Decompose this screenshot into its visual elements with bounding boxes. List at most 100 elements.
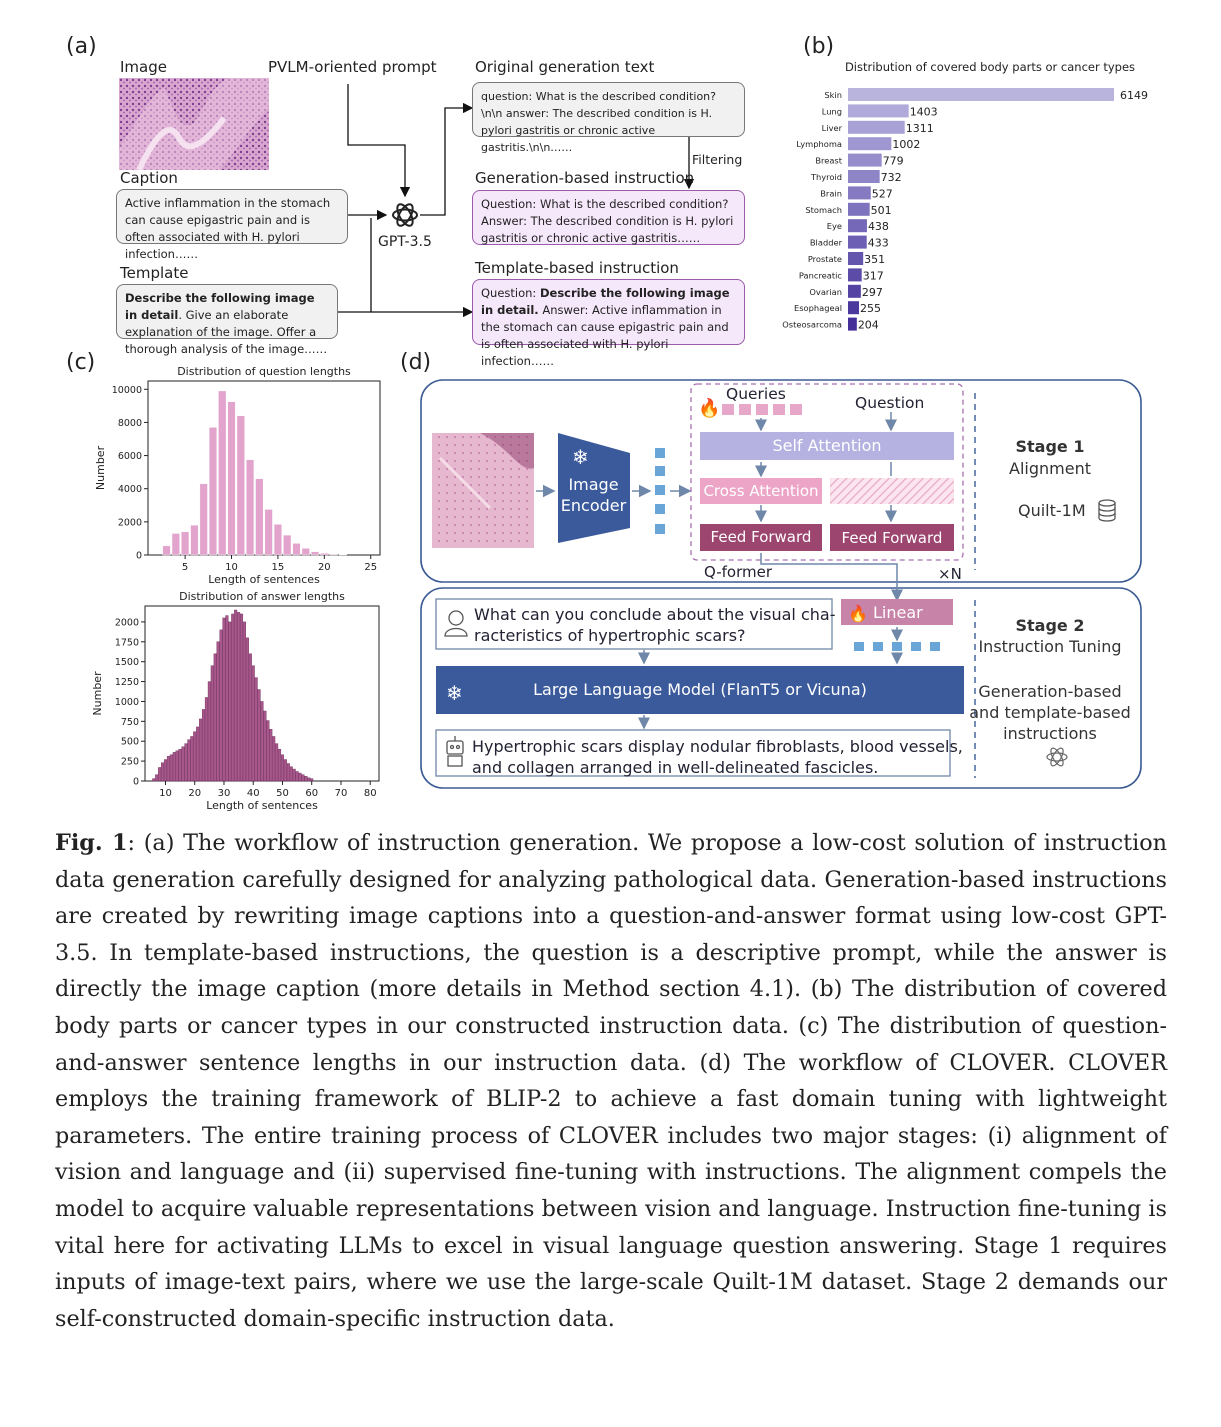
- image-encoder-line-2: Encoder: [560, 496, 627, 515]
- stage1-title: Stage 1: [1015, 437, 1085, 456]
- histogram-bar: [175, 750, 179, 782]
- histogram-bar: [307, 777, 311, 782]
- stage2-data-line-2: and template-based: [969, 703, 1131, 722]
- value-label: 527: [872, 187, 893, 200]
- value-label: 255: [860, 302, 881, 315]
- x-tick-label: 10: [225, 562, 238, 573]
- category-label: Bladder: [810, 238, 843, 248]
- x-tick-label: 15: [272, 562, 285, 573]
- x-tick-label: 40: [247, 788, 260, 799]
- feed-forward-block-2: [830, 524, 954, 551]
- histogram-bar: [227, 401, 236, 556]
- tmpl-instr-q-bold: Describe the following image in detail.: [481, 286, 730, 317]
- category-label: Lymphoma: [796, 139, 842, 149]
- fire-icon-linear: 🔥: [848, 604, 868, 623]
- gpt-label: GPT-3.5: [378, 234, 432, 250]
- y-tick-label: 6000: [118, 451, 142, 462]
- histogram-bar: [248, 653, 252, 782]
- category-label: Ovarian: [809, 287, 842, 297]
- x-tick-label: 25: [364, 562, 377, 573]
- histogram-bar: [292, 543, 301, 556]
- histogram-bar: [237, 612, 241, 782]
- y-tick-label: 1500: [115, 657, 139, 668]
- bar: [848, 170, 880, 183]
- x-axis-label: Length of sentences: [208, 573, 320, 585]
- y-tick-label: 2000: [115, 617, 139, 628]
- histogram-bar: [289, 766, 293, 782]
- chart-b-title: Distribution of covered body parts or ca…: [845, 60, 1135, 74]
- stage1-frame: [420, 379, 1142, 583]
- x-tick-label: 70: [335, 788, 348, 799]
- qformer-frame: [690, 383, 964, 561]
- y-tick-label: 0: [136, 551, 142, 562]
- histogram-bar: [236, 415, 245, 556]
- answer-text: Hypertrophic scars display nodular fibro…: [472, 736, 963, 778]
- histogram-bar: [190, 524, 199, 556]
- user-question-box: [435, 598, 833, 650]
- category-label: Breast: [815, 156, 842, 166]
- x-tick-label: 20: [318, 562, 331, 573]
- bar: [848, 186, 871, 200]
- histogram-bar: [245, 637, 249, 782]
- tmpl-instr-heading: Template-based instruction: [475, 259, 679, 277]
- histogram-bar: [172, 752, 176, 782]
- histogram-bar: [190, 736, 194, 782]
- user-question-line-1: What can you conclude about the visual c…: [474, 605, 836, 624]
- y-tick-label: 1250: [115, 677, 139, 688]
- cross-attention-placeholder: [830, 478, 954, 504]
- answer-box: [435, 729, 951, 777]
- histogram-bar: [184, 743, 188, 782]
- category-label: Liver: [822, 123, 843, 133]
- bar: [848, 88, 1114, 101]
- value-label: 317: [863, 269, 884, 282]
- histogram-bar: [196, 726, 200, 782]
- histogram-bar: [295, 771, 299, 782]
- image-heading: Image: [120, 58, 167, 76]
- histogram-bar: [254, 677, 258, 782]
- bar: [848, 219, 867, 233]
- template-box: Describe the following image in detail. …: [116, 284, 338, 356]
- stage1-data-label: Quilt-1M: [1018, 501, 1086, 520]
- template-heading: Template: [120, 264, 189, 282]
- histogram-bar: [255, 478, 264, 556]
- template-bold-text: Describe the following image in detail: [125, 291, 315, 322]
- snowflake-icon-llm: ❄: [446, 681, 463, 705]
- value-label: 1002: [892, 138, 920, 151]
- y-tick-label: 750: [121, 717, 139, 728]
- user-question-line-2: racteristics of hypertrophic scars?: [474, 626, 746, 645]
- value-label: 438: [868, 220, 889, 233]
- category-label: Lung: [822, 106, 842, 116]
- x-tick-label: 50: [276, 788, 289, 799]
- histogram-bar: [166, 756, 170, 782]
- histogram-bar: [163, 759, 167, 782]
- gen-heading: Generation-based instruction: [475, 169, 695, 187]
- image-encoder-label: Image Encoder: [556, 474, 631, 516]
- answer-line-2: and collagen arranged in well-delineated…: [472, 758, 879, 777]
- histogram-bar: [304, 776, 308, 782]
- value-label: 297: [862, 286, 883, 299]
- histogram-bar: [257, 689, 261, 782]
- histogram-bar: [298, 772, 302, 782]
- histogram-bar: [225, 615, 229, 782]
- snowflake-icon: ❄: [572, 445, 589, 469]
- y-axis-label: Number: [94, 445, 107, 490]
- value-label: 351: [864, 253, 885, 266]
- template-rest-text: . Give an elaborate explanation of the i…: [125, 308, 328, 356]
- histogram-bar: [193, 731, 197, 782]
- histogram-bar: [162, 545, 171, 556]
- filtering-label: Filtering: [692, 152, 743, 167]
- openai-logo-icon: [392, 203, 418, 227]
- value-label: 779: [883, 155, 904, 168]
- histogram-bar: [199, 718, 203, 782]
- histogram-bar: [222, 617, 226, 782]
- panel-c-label: (c): [66, 350, 96, 375]
- value-label: 732: [881, 171, 902, 184]
- y-tick-label: 10000: [112, 385, 142, 396]
- histogram-bar: [301, 548, 310, 556]
- histogram-bar: [169, 754, 173, 782]
- tmpl-instr-box: Question: Describe the following image i…: [472, 279, 745, 368]
- user-icon: [444, 610, 468, 637]
- stage2-title: Stage 2: [1015, 616, 1085, 635]
- histogram-bar: [181, 531, 190, 556]
- histogram-bar: [269, 729, 273, 782]
